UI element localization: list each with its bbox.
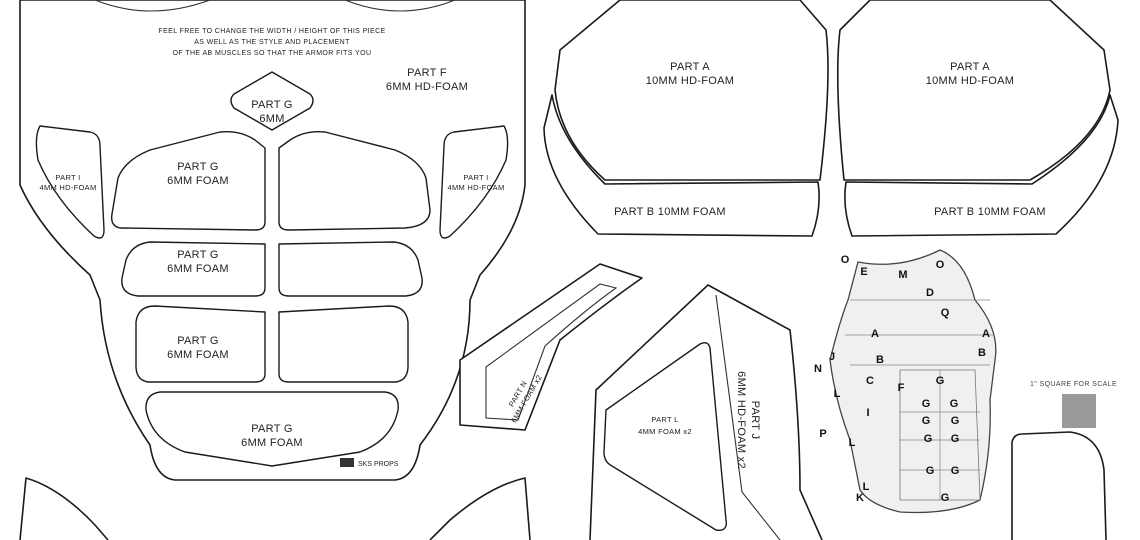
partial-piece-bottom-right (1011, 431, 1107, 540)
part-g-row1-right (278, 130, 431, 231)
part-j-l-piece: PART L 4MM FOAM x2 PART J 6MM HD-FOAM x2 (589, 284, 823, 540)
ref-label-g-5: G (951, 433, 960, 445)
part-a-left-outline (554, 0, 829, 181)
ref-label-g-6: G (922, 415, 931, 427)
chest-plate-left: PART A 10MM HD-FOAM PART B 10MM FOAM (543, 0, 829, 237)
part-g-row1-material: 6MM FOAM (167, 175, 229, 187)
ref-label-b-right: B (978, 347, 986, 359)
part-i-right-name: PART I (463, 173, 488, 182)
part-f-material: 6MM HD-FOAM (386, 81, 468, 93)
armor-sketch-abs (899, 369, 981, 501)
ref-label-l-1: L (834, 388, 841, 400)
ref-label-n: N (814, 363, 822, 375)
ref-label-l-2: L (849, 437, 856, 449)
armor-sketch-lines (845, 299, 995, 366)
ref-label-g-8: G (926, 465, 935, 477)
ref-label-g-9: G (951, 465, 960, 477)
neck-arc-right (344, 0, 456, 12)
watermark-logo-box (340, 458, 354, 467)
ref-label-i: I (866, 407, 869, 419)
scale-swatch (1062, 394, 1096, 428)
ref-label-a-left: A (871, 328, 879, 340)
ref-label-g-2: G (922, 398, 931, 410)
fit-note-line-3: OF THE AB MUSCLES SO THAT THE ARMOR FITS… (173, 50, 372, 57)
ref-label-g-7: G (951, 415, 960, 427)
scale-reference: 1" SQUARE FOR SCALE (1030, 381, 1117, 428)
ref-label-c: C (866, 375, 874, 387)
part-g-row2-left (121, 241, 266, 297)
ref-label-g-1: G (936, 375, 945, 387)
ref-label-g-3: G (950, 398, 959, 410)
part-b-right-label: PART B 10MM FOAM (934, 206, 1046, 218)
part-g-row2-right (278, 241, 423, 297)
part-a-right-outline (836, 0, 1111, 181)
part-g-row4-material: 6MM FOAM (241, 437, 303, 449)
part-g-top-name: PART G (251, 99, 293, 111)
ref-label-p: P (819, 428, 826, 440)
part-n-piece: PART N 6MM FOAM x2 (459, 263, 643, 431)
part-g-row2-name: PART G (177, 249, 219, 261)
part-a-left-material: 10MM HD-FOAM (646, 75, 735, 87)
ref-label-g-10: G (941, 492, 950, 504)
part-n-inner-line (485, 283, 618, 421)
ref-label-q: Q (941, 307, 950, 319)
armor-sketch-ab-grid (900, 370, 980, 500)
part-i-left-name: PART I (55, 173, 80, 182)
part-g-top-diamond (230, 71, 314, 131)
torso-piece-part-f: FEEL FREE TO CHANGE THE WIDTH / HEIGHT O… (19, 0, 526, 481)
ref-label-f: F (898, 382, 905, 394)
part-a-left-name: PART A (670, 61, 710, 73)
part-l-outline (603, 341, 727, 531)
fit-note-line-2: AS WELL AS THE STYLE AND PLACEMENT (194, 39, 350, 46)
part-g-top-material: 6MM (259, 113, 284, 125)
part-i-right (439, 125, 509, 239)
chest-plate-right: PART A 10MM HD-FOAM PART B 10MM FOAM (836, 0, 1119, 237)
lower-back-piece (19, 477, 531, 540)
part-g-row1-left (110, 130, 266, 231)
ref-label-j: J (829, 351, 835, 363)
ref-label-b-left: B (876, 354, 884, 366)
part-j-line1: PART J (749, 401, 761, 439)
ref-label-l-3: L (863, 481, 870, 493)
ref-label-g-4: G (924, 433, 933, 445)
scale-label: 1" SQUARE FOR SCALE (1030, 381, 1117, 388)
part-g-row4-name: PART G (251, 423, 293, 435)
ref-label-a-right: A (982, 328, 990, 340)
ref-label-m: M (898, 269, 907, 281)
part-l-line1: PART L (651, 415, 678, 424)
part-j-line2: 6MM HD-FOAM x2 (735, 371, 747, 469)
part-a-right-material: 10MM HD-FOAM (926, 75, 1015, 87)
part-f-name: PART F (407, 67, 447, 79)
assembled-armor-reference: O E M O D Q A A B B J N C F G L I G G G … (814, 249, 997, 514)
ref-label-o-1: O (841, 254, 850, 266)
part-i-right-material: 4MM HD-FOAM (447, 183, 504, 192)
part-i-left (35, 125, 105, 239)
part-b-left-label: PART B 10MM FOAM (614, 206, 726, 218)
part-b-right-outline (844, 94, 1119, 237)
ref-label-e: E (860, 266, 867, 278)
part-g-row1-name: PART G (177, 161, 219, 173)
part-i-left-material: 4MM HD-FOAM (39, 183, 96, 192)
armor-sketch-body (829, 249, 997, 514)
ref-label-k: K (856, 492, 864, 504)
part-j-inner-line (715, 294, 781, 540)
part-g-row4 (145, 391, 399, 467)
watermark: SKS PROPS (358, 461, 399, 468)
part-g-row3-right (278, 305, 409, 383)
part-a-right-name: PART A (950, 61, 990, 73)
part-g-row3-left (135, 305, 266, 383)
part-n-outline (459, 263, 643, 431)
part-g-row3-material: 6MM FOAM (167, 349, 229, 361)
ref-label-d: D (926, 287, 934, 299)
part-g-row2-material: 6MM FOAM (167, 263, 229, 275)
part-g-row3-name: PART G (177, 335, 219, 347)
neck-arc-left (94, 0, 211, 12)
fit-note-line-1: FEEL FREE TO CHANGE THE WIDTH / HEIGHT O… (158, 28, 385, 35)
part-b-left-outline (543, 94, 820, 237)
ref-label-o-2: O (936, 259, 945, 271)
part-l-line2: 4MM FOAM x2 (638, 427, 692, 436)
